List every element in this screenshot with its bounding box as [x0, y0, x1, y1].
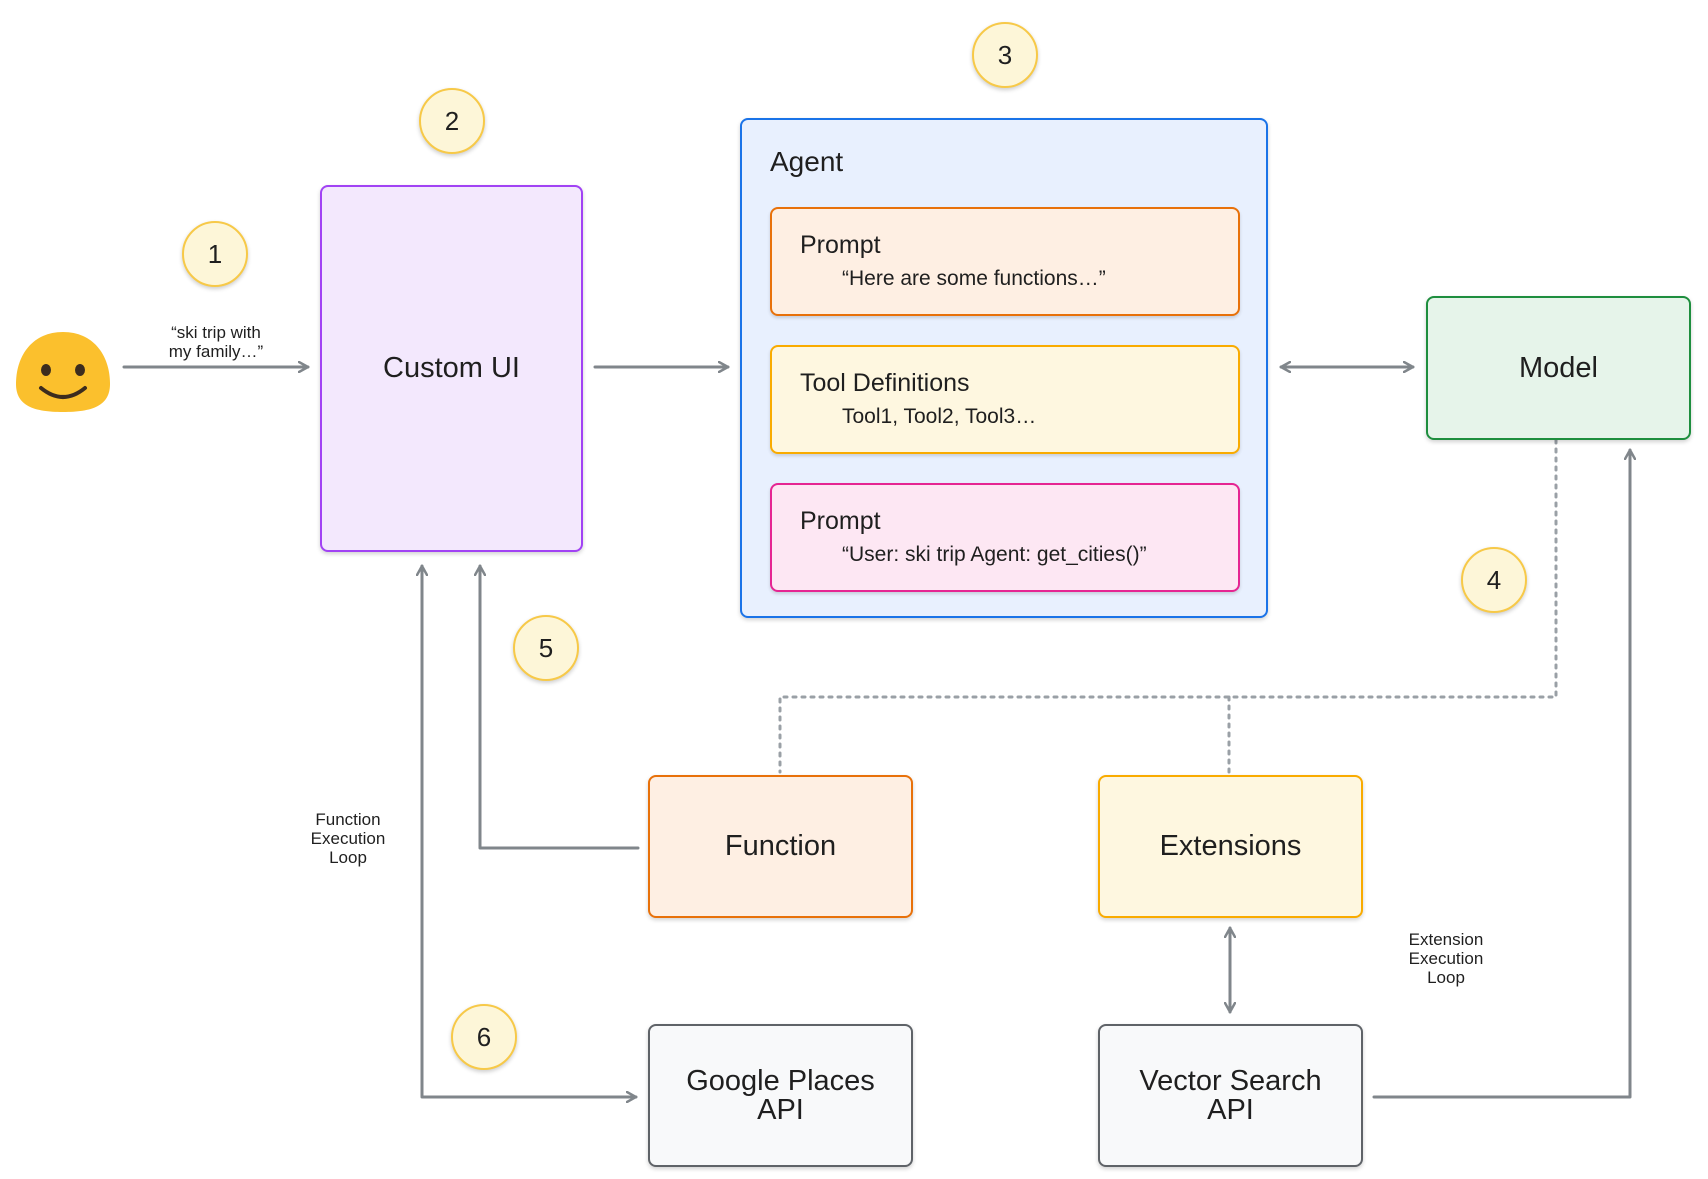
agent-title: Agent	[770, 146, 844, 177]
arrow-function-to-ui	[480, 564, 640, 850]
step-badge-6: 6	[451, 1004, 517, 1070]
tool-definitions-text: Tool1, Tool2, Tool3…	[842, 405, 1037, 428]
prompt-instructions-title: Prompt	[800, 231, 881, 259]
dotted-model-to-function	[778, 438, 1558, 774]
tool-definitions-card: Tool Definitions Tool1, Tool2, Tool3…	[770, 345, 1240, 454]
google-places-api-label: Google Places API	[686, 1064, 875, 1126]
custom-ui-box: Custom UI	[320, 185, 583, 552]
function-execution-loop-label: Function Execution Loop	[310, 810, 386, 867]
extension-execution-loop-label: Extension Execution Loop	[1408, 930, 1484, 987]
prompt-conversation-title: Prompt	[800, 507, 881, 535]
step-badge-5: 5	[513, 615, 579, 681]
extensions-box: Extensions	[1098, 775, 1363, 918]
google-places-api-box: Google Places API	[648, 1024, 913, 1167]
step-badge-2: 2	[419, 88, 485, 154]
function-box: Function	[648, 775, 913, 918]
prompt-instructions-card: Prompt “Here are some functions…”	[770, 207, 1240, 316]
agent-box: Agent Prompt “Here are some functions…” …	[740, 118, 1268, 618]
arrow-vector-to-model	[1372, 448, 1630, 1099]
smiling-face-icon	[16, 332, 110, 412]
step-badge-1: 1	[182, 221, 248, 287]
tool-definitions-title: Tool Definitions	[800, 369, 970, 397]
model-box: Model	[1426, 296, 1691, 440]
custom-ui-label: Custom UI	[383, 352, 520, 384]
user-query-text: “ski trip with my family…”	[168, 323, 264, 361]
step-badge-3: 3	[972, 22, 1038, 88]
prompt-conversation-text: “User: ski trip Agent: get_cities()”	[842, 543, 1147, 566]
vector-search-api-box: Vector Search API	[1098, 1024, 1363, 1167]
step-badge-4: 4	[1461, 547, 1527, 613]
prompt-instructions-text: “Here are some functions…”	[842, 267, 1106, 290]
arrow-ui-places-loop	[422, 564, 638, 1097]
vector-search-api-label: Vector Search API	[1139, 1064, 1322, 1126]
model-label: Model	[1519, 351, 1598, 384]
extensions-label: Extensions	[1159, 830, 1302, 862]
prompt-conversation-card: Prompt “User: ski trip Agent: get_cities…	[770, 483, 1240, 592]
function-label: Function	[724, 830, 837, 862]
